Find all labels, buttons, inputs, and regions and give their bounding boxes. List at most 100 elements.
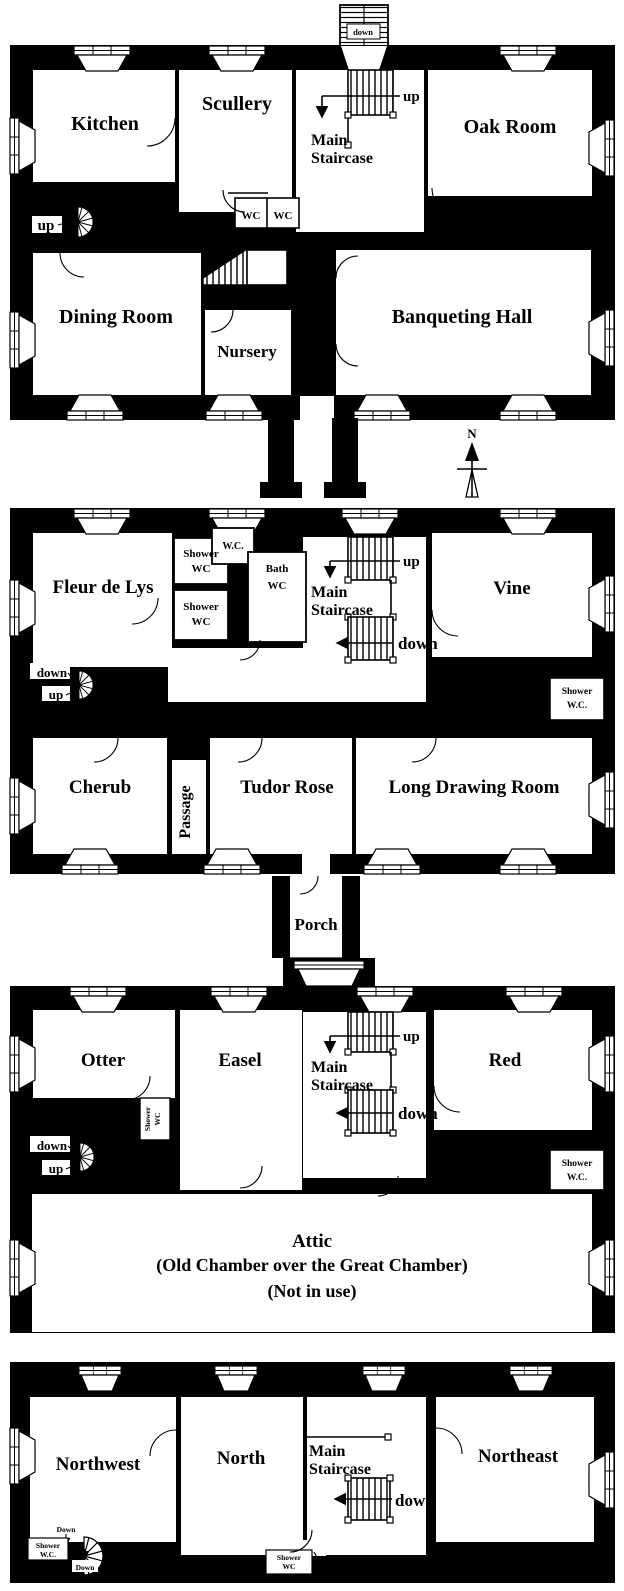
- spiral-up-label-f3: up: [49, 1161, 63, 1176]
- spiral-up-label-f1: up: [38, 218, 55, 234]
- main-staircase-label2-f2: Staircase: [311, 602, 373, 619]
- label-tudor-rose: Tudor Rose: [240, 777, 333, 798]
- label-long-drawing-room: Long Drawing Room: [388, 777, 559, 798]
- stair-down-label-f3: down: [398, 1104, 438, 1123]
- room-otter: [33, 1010, 175, 1098]
- label-vine: Vine: [493, 578, 530, 599]
- porch-structure: [272, 850, 360, 967]
- label-scullery: Scullery: [202, 93, 272, 115]
- main-staircase-label1-f1: Main: [311, 132, 348, 149]
- room-passage: [172, 760, 206, 854]
- main-staircase-label2-f4: Staircase: [309, 1461, 371, 1478]
- room-kitchen: [33, 70, 175, 182]
- door-swing-arcs-f4: [149, 1427, 463, 1553]
- main-staircase-label1-f3: Main: [311, 1059, 348, 1076]
- room-main-staircase-f4: [307, 1397, 426, 1555]
- label-shower-wc-mid1: Shower: [277, 1553, 302, 1562]
- label-shower-wc-lower2: WC: [192, 616, 211, 628]
- room-nursery: [205, 310, 291, 395]
- label-bg: [30, 1136, 70, 1152]
- room-dining-room: [33, 253, 201, 395]
- label-porch: Porch: [294, 915, 338, 934]
- floor4-plan: Main Staircase down Down Shower W.C. Dow…: [9, 1362, 615, 1583]
- wc-left-label: WC: [242, 210, 261, 222]
- spiral-stair-assembly-f4: Down Shower W.C. Down: [27, 1522, 104, 1576]
- down-upper-label-f4: Down: [57, 1525, 77, 1534]
- label-oak-room: Oak Room: [464, 116, 557, 138]
- down-spiral-label-f4: Down: [76, 1563, 96, 1572]
- label-dining-room: Dining Room: [59, 306, 173, 328]
- spiral-down-label-f2: down: [37, 665, 68, 680]
- label-shower-wc-right1-f2: Shower: [562, 687, 593, 697]
- compass-north-label: N: [467, 426, 477, 441]
- label-bg: [32, 216, 62, 233]
- label-nursery: Nursery: [217, 342, 277, 361]
- room-northeast: [436, 1397, 594, 1542]
- room-cherub: [33, 738, 167, 854]
- shower-wc-vert-room: [139, 1097, 171, 1141]
- exterior-stair-icon: down: [339, 4, 389, 48]
- label-bg: [72, 1560, 98, 1572]
- corridor-f2: [168, 648, 303, 702]
- label-bg: [48, 1522, 84, 1535]
- porch-columns: [260, 418, 366, 498]
- label-banqueting-hall: Banqueting Hall: [392, 306, 533, 328]
- wc-right-label: WC: [274, 210, 293, 222]
- room-north: [181, 1397, 303, 1555]
- label-shower-wc-vert1: Shower: [143, 1106, 152, 1131]
- stair-up-label-f1: up: [403, 89, 420, 105]
- main-staircase-label2-f3: Staircase: [311, 1077, 373, 1094]
- main-staircase-label1-f2: Main: [311, 584, 348, 601]
- north-compass: N: [457, 426, 487, 498]
- label-shower-wc-right2-f2: W.C.: [567, 701, 587, 711]
- label-otter: Otter: [81, 1050, 126, 1071]
- label-bg: [30, 663, 70, 679]
- floor1-plan: down up Main Staircase WC WC up: [9, 4, 615, 498]
- label-bath-wc2: WC: [268, 580, 287, 592]
- main-staircase-label1-f4: Main: [309, 1443, 346, 1460]
- service-stair-icon: [202, 247, 288, 286]
- room-red: [434, 1010, 592, 1130]
- room-attic: [32, 1194, 592, 1332]
- room-scullery: [179, 70, 292, 212]
- label-passage: Passage: [177, 785, 194, 838]
- label-shower-wc-vert2: WC: [153, 1113, 162, 1126]
- shower-wc-right-room-f2: [549, 677, 605, 721]
- room-banqueting-hall: [336, 250, 591, 395]
- label-bg: [42, 686, 70, 701]
- floor3-plan: up Main Staircase down Shower WC Shower …: [9, 958, 615, 1333]
- room-long-drawing-room: [356, 738, 592, 854]
- room-easel: [180, 1010, 302, 1190]
- label-attic-line2: (Old Chamber over the Great Chamber): [156, 1255, 467, 1276]
- room-tudor-rose: [210, 738, 352, 854]
- main-staircase-label2-f1: Staircase: [311, 150, 373, 167]
- shower-wc-mid-room: [265, 1549, 325, 1575]
- label-north: North: [217, 1448, 266, 1469]
- stair-up-label-f3: up: [403, 1029, 420, 1045]
- room-northwest: [30, 1397, 176, 1542]
- wc-rooms: [228, 192, 300, 229]
- door-swing-arcs-f1: [59, 117, 459, 367]
- label-shower-wc-upper1: Shower: [183, 548, 219, 560]
- stair-down-label-f2: down: [398, 634, 438, 653]
- room-oak-room: [428, 70, 592, 196]
- spiral-up-label-f2: up: [49, 687, 63, 702]
- label-shower-wc-mid2: WC: [283, 1562, 296, 1571]
- label-shower-wc-left1-f4: Shower: [36, 1541, 61, 1550]
- label-wc-f2: W.C.: [222, 541, 244, 552]
- label-cherub: Cherub: [69, 777, 131, 798]
- entrance-gap: [300, 396, 334, 420]
- spiral-down-label-f3: down: [37, 1138, 68, 1153]
- stair-up-label-f2: up: [403, 554, 420, 570]
- shower-wc-upper-room: [173, 527, 307, 643]
- chimney-icon: [283, 958, 375, 990]
- main-staircase-icon-f1: [315, 69, 400, 149]
- stair-down-label-f4: down: [395, 1491, 435, 1510]
- floor1-windows: [9, 45, 615, 421]
- label-shower-wc-right2-f3: W.C.: [567, 1173, 587, 1183]
- room-vine: [432, 533, 592, 657]
- label-kitchen: Kitchen: [71, 113, 139, 135]
- label-shower-wc-left2-f4: W.C.: [40, 1550, 56, 1559]
- label-shower-wc-lower1: Shower: [183, 601, 219, 613]
